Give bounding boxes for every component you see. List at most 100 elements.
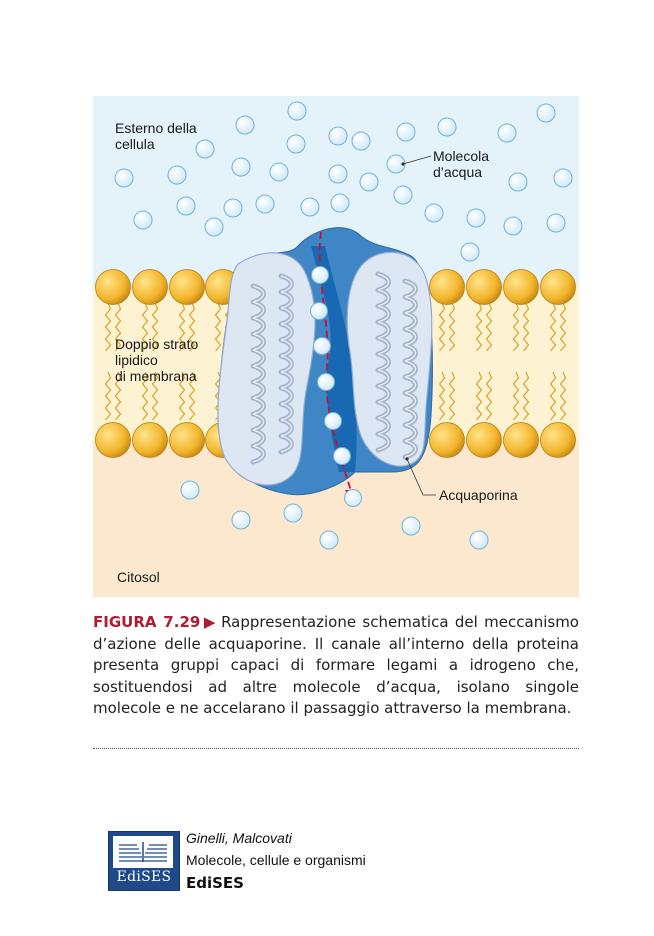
channel-water-molecules (310, 266, 362, 507)
figure-caption: FIGURA 7.29▶Rappresentazione schematica … (93, 612, 579, 720)
lipid-tail (485, 371, 493, 421)
water-molecule (396, 122, 416, 142)
alpha-helix-highlight (252, 285, 265, 463)
water-molecule (328, 126, 348, 146)
water-molecule (195, 139, 215, 159)
alpha-helix-highlight (404, 280, 417, 458)
diagram-canvas (93, 96, 579, 597)
lipid-tail (151, 302, 159, 352)
water-molecule (437, 117, 457, 137)
lipid-tail (188, 302, 196, 352)
water-molecule (386, 154, 406, 174)
water-molecule (466, 208, 486, 228)
lipid-tail (178, 371, 186, 421)
lipid-head (503, 422, 539, 458)
label-aquaporin: Acquaporina (439, 487, 518, 503)
water-molecule (497, 123, 517, 143)
lipid-head (540, 422, 576, 458)
water-molecule (508, 172, 528, 192)
water-molecule (204, 217, 224, 237)
lipid-tail (512, 371, 520, 421)
water-molecule (311, 266, 329, 284)
water-molecule (269, 162, 289, 182)
lipid-heads (95, 269, 576, 458)
water-molecule (469, 530, 489, 550)
lipid-tail (214, 302, 222, 352)
water-molecule (300, 197, 320, 217)
lipid-tail (559, 302, 567, 352)
lipid-head (132, 269, 168, 305)
water-molecule (333, 447, 351, 465)
lipid-tail (114, 302, 122, 352)
water-molecule (319, 530, 339, 550)
figure-number: FIGURA 7.29 (93, 613, 201, 631)
lipid-tail (475, 302, 483, 352)
lipid-tail (188, 371, 196, 421)
lipid-head (466, 269, 502, 305)
water-molecules (114, 101, 573, 550)
lipid-tail (549, 371, 557, 421)
lipid-head (429, 422, 465, 458)
leader-dot (401, 162, 405, 166)
water-molecule (287, 101, 307, 121)
lipid-tail (485, 302, 493, 352)
water-molecule (553, 168, 573, 188)
lipid-tail (559, 371, 567, 421)
alpha-helix-highlight (280, 275, 293, 453)
water-molecule (393, 185, 413, 205)
dotted-divider (93, 748, 579, 749)
lipid-tail (549, 302, 557, 352)
book-icon (113, 836, 173, 868)
book-authors: Ginelli, Malcovati (186, 830, 292, 846)
water-molecule (310, 302, 328, 320)
lipid-tail (141, 302, 149, 352)
leader-line-water (402, 155, 432, 165)
lipid-tail (522, 302, 530, 352)
lipid-head (429, 269, 465, 305)
water-molecule (401, 516, 421, 536)
caption-text: Rappresentazione schematica del meccani­… (93, 613, 579, 717)
lipid-tail (178, 302, 186, 352)
lipid-tail (512, 302, 520, 352)
water-molecule (313, 337, 331, 355)
lipid-tail (104, 302, 112, 352)
lipid-head (466, 422, 502, 458)
lipid-tail (104, 371, 112, 421)
water-molecule (286, 134, 306, 154)
lipid-head (169, 422, 205, 458)
water-molecule (424, 203, 444, 223)
aquaporin-diagram: Esterno della cellula Molecola d’acqua D… (93, 96, 579, 597)
lipid-head (95, 269, 131, 305)
water-molecule (359, 172, 379, 192)
alpha-helix-highlight (377, 273, 390, 451)
label-exterior: Esterno della cellula (115, 120, 197, 152)
lipid-tail (151, 371, 159, 421)
water-molecule (351, 131, 371, 151)
water-molecule (133, 210, 153, 230)
label-leader-lines (401, 155, 436, 496)
water-molecule (324, 412, 342, 430)
lipid-head (95, 422, 131, 458)
lipid-head (540, 269, 576, 305)
lipid-tail (475, 371, 483, 421)
lipid-tail (141, 371, 149, 421)
water-molecule (330, 193, 350, 213)
water-molecule (460, 242, 480, 262)
book-title: Molecole, cellule e organismi (186, 852, 366, 868)
lipid-head (132, 422, 168, 458)
water-molecule (235, 115, 255, 135)
caption-arrow-icon: ▶ (202, 613, 218, 631)
lipid-tail (114, 371, 122, 421)
logo-text: EdiSES (116, 869, 172, 885)
lipid-head (503, 269, 539, 305)
publisher-logo: EdiSES (108, 831, 180, 891)
water-molecule (283, 503, 303, 523)
water-molecule (546, 213, 566, 233)
book-publisher: EdiSES (186, 874, 244, 892)
water-molecule (503, 216, 523, 236)
leader-line-aquaporin (406, 458, 436, 496)
lipid-tail (438, 371, 446, 421)
label-water-molecule: Molecola d’acqua (433, 148, 490, 180)
water-molecule (255, 194, 275, 214)
water-molecule (180, 480, 200, 500)
